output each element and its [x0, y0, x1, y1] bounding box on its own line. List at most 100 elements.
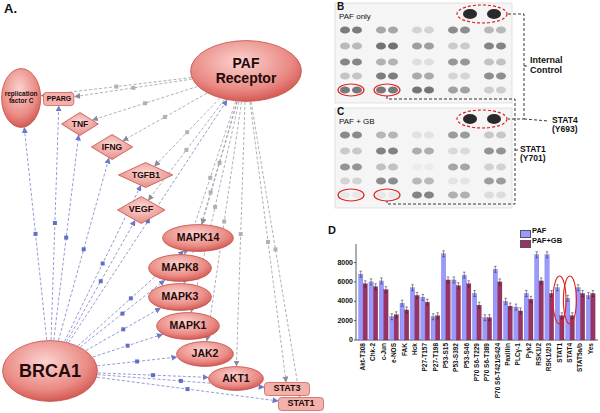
category-label: P27-T157 [422, 343, 429, 372]
blot-condition: PAF + GB [339, 118, 375, 127]
blot-spot [412, 26, 422, 33]
interaction-line [93, 334, 162, 357]
blot-spot [352, 177, 362, 184]
blot-spot [376, 42, 386, 49]
blot-spot [376, 26, 386, 33]
error-bar [401, 300, 404, 306]
blot-spot [352, 72, 362, 79]
y-axis [356, 244, 357, 340]
blot-spot [340, 42, 350, 49]
interaction-line [66, 221, 135, 342]
gene-ellipse [163, 225, 234, 252]
blot-spot [376, 72, 386, 79]
data-bar [483, 318, 487, 340]
data-bar [545, 255, 549, 340]
data-bar [373, 287, 377, 340]
edge-midpoint-square [143, 101, 147, 105]
gene-name: TGFB1 [132, 171, 160, 180]
blot-spot [352, 131, 362, 138]
blot-spot [496, 191, 506, 198]
interaction-line [97, 357, 177, 366]
category-label: Pyk2 [525, 343, 532, 358]
error-bar [432, 314, 435, 320]
error-bar [587, 292, 590, 298]
blot-spot [412, 58, 422, 65]
data-bar [514, 307, 518, 340]
error-bar [540, 278, 543, 284]
gene-name: PPARG [47, 95, 71, 102]
gene-ellipse [209, 367, 264, 391]
blot-spot [484, 26, 494, 33]
gene-node: TGFB1 [118, 162, 173, 188]
bracket-line [524, 119, 549, 121]
gene-ellipse [191, 41, 302, 102]
data-bar [504, 301, 508, 340]
tick-mark [354, 320, 356, 321]
gene-node: MAPK8 [148, 254, 212, 282]
error-bar [488, 315, 491, 321]
bracket-line [508, 14, 524, 119]
category-label: Chk-2 [370, 343, 377, 361]
error-bar [359, 271, 362, 277]
error-bar [556, 285, 559, 291]
error-bar [473, 291, 476, 297]
data-bar [400, 303, 404, 340]
blot-spot [352, 147, 362, 154]
data-bar [462, 275, 466, 340]
error-bar [457, 283, 460, 289]
blot-spot [412, 131, 422, 138]
category-label: c-Jun [380, 343, 387, 360]
gene-tab [265, 383, 310, 396]
blot-spot [376, 163, 386, 170]
edge-midpoint-square [64, 236, 68, 240]
highlight-ring [457, 5, 507, 23]
interaction-line [54, 135, 79, 340]
gene-name: AKT1 [222, 373, 249, 384]
blot-spot [460, 131, 470, 138]
blot-spot [448, 191, 458, 198]
edge-midpoint-square [266, 240, 270, 244]
data-bar [363, 284, 367, 340]
edge-midpoint-square [151, 373, 155, 377]
blot-spot [460, 58, 470, 65]
data-bar [390, 317, 394, 340]
blot-spot [340, 58, 350, 65]
axis-tick: 4000 [337, 297, 353, 305]
error-bar [525, 291, 528, 297]
category-label: STAT5a/b [577, 343, 584, 372]
highlight-ring [338, 189, 364, 201]
error-bar [519, 308, 522, 314]
bracket-tick [515, 150, 518, 151]
blot-spot [484, 191, 494, 198]
control-spot [487, 9, 501, 19]
blot-spot [424, 147, 434, 154]
dot-blot [335, 108, 512, 208]
error-bar [364, 281, 367, 287]
category-label: RSK1/2 [535, 343, 542, 366]
category-label: P53-S46 [463, 343, 470, 368]
blot-spot [376, 191, 386, 198]
blot-spot [424, 72, 434, 79]
interaction-line [93, 86, 198, 119]
blot-spot [388, 131, 398, 138]
error-bar [550, 291, 553, 297]
error-bar [447, 277, 450, 283]
edge-midpoint-square [82, 247, 86, 251]
blot-spot [412, 86, 422, 93]
axis-tick: 0 [349, 336, 353, 344]
edge-midpoint-square [120, 312, 124, 316]
error-bar [592, 291, 595, 297]
gene-name: VEGF [129, 205, 154, 214]
blot-spot [376, 86, 386, 93]
interaction-line [123, 93, 207, 141]
edge-midpoint-square [126, 344, 130, 348]
blot-spot [484, 72, 494, 79]
data-bar [580, 294, 584, 340]
blot-spot [496, 86, 506, 93]
category-label: P70 S6-T421/S424 [494, 343, 501, 398]
blot-spot [388, 163, 398, 170]
category-label: STAT4 [567, 343, 574, 363]
error-bar [561, 313, 564, 319]
blot-spot [496, 72, 506, 79]
error-bar [509, 303, 512, 309]
